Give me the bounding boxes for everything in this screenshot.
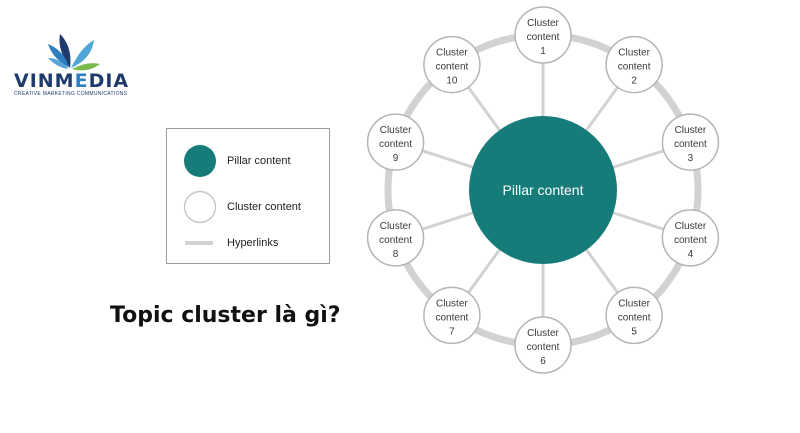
cluster-node-number: 5 [631,326,637,337]
cluster-node: Cluster content 1 [514,6,572,64]
legend-pillar-label: Pillar content [227,155,291,167]
cluster-node-label: Cluster [380,125,412,136]
vinmedia-logo: VINMEDIA CREATIVE MARKETING COMMUNICATIO… [8,28,133,100]
cluster-node-number: 6 [540,356,546,367]
cluster-node-circle [661,209,720,267]
cluster-node: Cluster content 9 [366,113,425,171]
cluster-node-label: content [527,32,560,43]
legend-hyperlink-label: Hyperlinks [227,237,279,249]
cluster-node-circle [366,113,425,171]
cluster-node-label: content [435,312,468,323]
cluster-node: Cluster content 3 [661,113,720,171]
leaf-logo-icon [48,34,100,71]
cluster-node-number: 3 [688,153,694,164]
legend-item-pillar: Pillar content [167,144,329,178]
legend-item-cluster: Cluster content [167,190,329,224]
logo-wordmark: VINMEDIA [14,70,130,92]
cluster-node-label: content [674,139,707,150]
cluster-node-number: 7 [449,326,455,337]
hyperlink-swatch-icon [185,241,213,245]
cluster-node: Cluster content 6 [514,316,572,374]
cluster-node-label: Cluster [675,125,707,136]
cluster-node: Cluster content 8 [366,209,425,267]
cluster-node-label: content [618,312,651,323]
cluster-node-label: Cluster [380,221,412,232]
pillar-node [469,116,617,264]
cluster-node: Cluster content 2 [605,35,663,94]
cluster-node-circle [605,286,663,345]
cluster-node-circle [423,35,481,94]
cluster-node-circle [661,113,720,171]
cluster-node-label: Cluster [618,48,650,59]
cluster-node-circle [514,316,572,374]
legend-cluster-label: Cluster content [227,201,301,213]
cluster-node-label: content [379,235,412,246]
cluster-node: Cluster content 10 [423,35,481,94]
cluster-node-label: content [674,235,707,246]
cluster-node-circle [514,6,572,64]
cluster-node-circle [423,286,481,345]
cluster-node-circle [366,209,425,267]
page-headline: Topic cluster là gì? [110,303,341,328]
cluster-node-number: 9 [393,153,399,164]
cluster-node-label: Cluster [436,298,468,309]
logo-tagline: CREATIVE MARKETING COMMUNICATIONS [14,91,128,97]
pillar-node-label: Pillar content [503,182,584,198]
cluster-node-label: Cluster [618,298,650,309]
legend-box: Pillar content Cluster content Hyperlink… [166,128,330,264]
cluster-node: Cluster content 5 [605,286,663,345]
legend-item-hyperlink: Hyperlinks [167,226,329,260]
cluster-node-label: content [379,139,412,150]
pillar-swatch-icon [184,145,216,177]
cluster-node-label: Cluster [527,328,559,339]
cluster-node: Cluster content 7 [423,286,481,345]
cluster-node-label: Cluster [527,18,559,29]
cluster-node-number: 8 [393,249,399,260]
cluster-node-label: Cluster [675,221,707,232]
cluster-node-label: content [527,342,560,353]
cluster-node-number: 2 [631,76,637,87]
cluster-node-label: Cluster [436,48,468,59]
cluster-node: Cluster content 4 [661,209,720,267]
cluster-swatch-icon [183,190,217,224]
cluster-node-number: 4 [688,249,694,260]
cluster-node-circle [605,35,663,94]
cluster-node-number: 10 [446,76,458,87]
cluster-node-label: content [618,62,651,73]
cluster-node-number: 1 [540,46,546,57]
cluster-node-label: content [435,62,468,73]
